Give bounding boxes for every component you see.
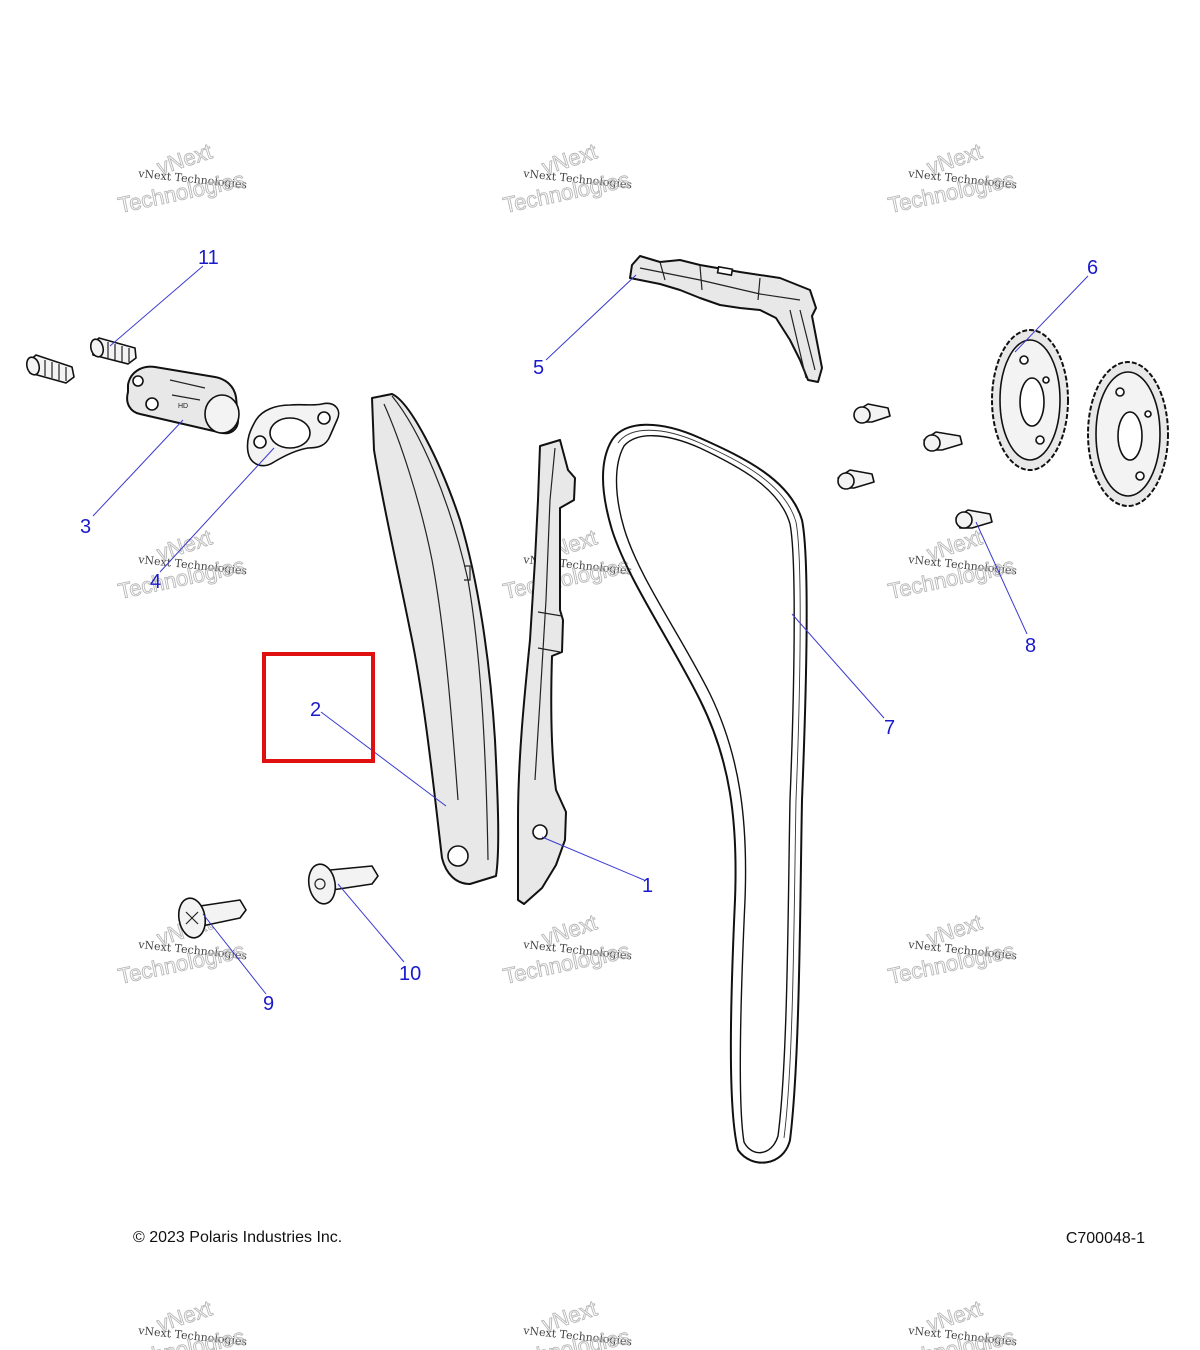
leader-lines [92,265,1089,995]
watermark: vNext vNext Technologies Technologies [885,909,1018,989]
callout-11[interactable]: 11 [198,247,219,269]
gear-bolt-b-drawing [923,431,963,452]
callout-9[interactable]: 9 [263,993,274,1015]
watermark: vNext vNext Technologies Technologies [500,138,633,218]
fixed-guide-drawing [517,439,576,905]
callout-6[interactable]: 6 [1087,257,1098,279]
watermark: vNext vNext Technologies Technologies [115,1295,248,1350]
callout-3[interactable]: 3 [80,516,91,538]
tensioner-blade-drawing [371,393,500,885]
watermark: vNext vNext Technologies Technologies [115,138,248,218]
highlight-box [262,652,375,763]
upper-guide-drawing [629,255,823,383]
gear-bolt-a-drawing [853,403,891,424]
copyright-text: © 2023 Polaris Industries Inc. [133,1229,343,1246]
gasket-drawing [246,402,340,467]
watermarks: vNext vNext Technologies Technologies vN… [115,138,1018,1350]
callout-8[interactable]: 8 [1025,635,1036,657]
callout-7[interactable]: 7 [884,717,895,739]
bolt-extra-drawing [25,354,75,384]
cam-gear-right-drawing [1087,361,1169,507]
watermark: vNext vNext Technologies Technologies [500,1295,633,1350]
watermark: vNext vNext Technologies Technologies [885,1295,1018,1350]
timing-chain-drawing [602,423,808,1164]
bolt-8-drawing [955,509,993,529]
callout-1[interactable]: 1 [642,875,653,897]
watermark: vNext vNext Technologies Technologies [500,909,633,989]
tensioner-drawing: HD [126,365,240,435]
callout-5[interactable]: 5 [533,357,544,379]
bolt-11-drawing [89,337,137,365]
callout-4[interactable]: 4 [150,571,161,593]
callout-10[interactable]: 10 [399,963,421,985]
watermark: vNext vNext Technologies Technologies [115,524,248,604]
gear-bolt-c-drawing [837,469,875,490]
watermark: vNext vNext Technologies Technologies [885,138,1018,218]
pivot-bolt-10-drawing [307,863,379,905]
watermark: vNext vNext Technologies Technologies [885,524,1018,604]
cam-gear-left-drawing [991,329,1069,471]
callouts: 1 2 3 4 5 6 7 8 9 10 11 [80,247,1098,1015]
callout-2[interactable]: 2 [310,699,321,721]
figure-id: C700048-1 [1065,1230,1145,1247]
pivot-bolt-9-drawing [177,897,247,939]
svg-text:HD: HD [178,403,188,410]
